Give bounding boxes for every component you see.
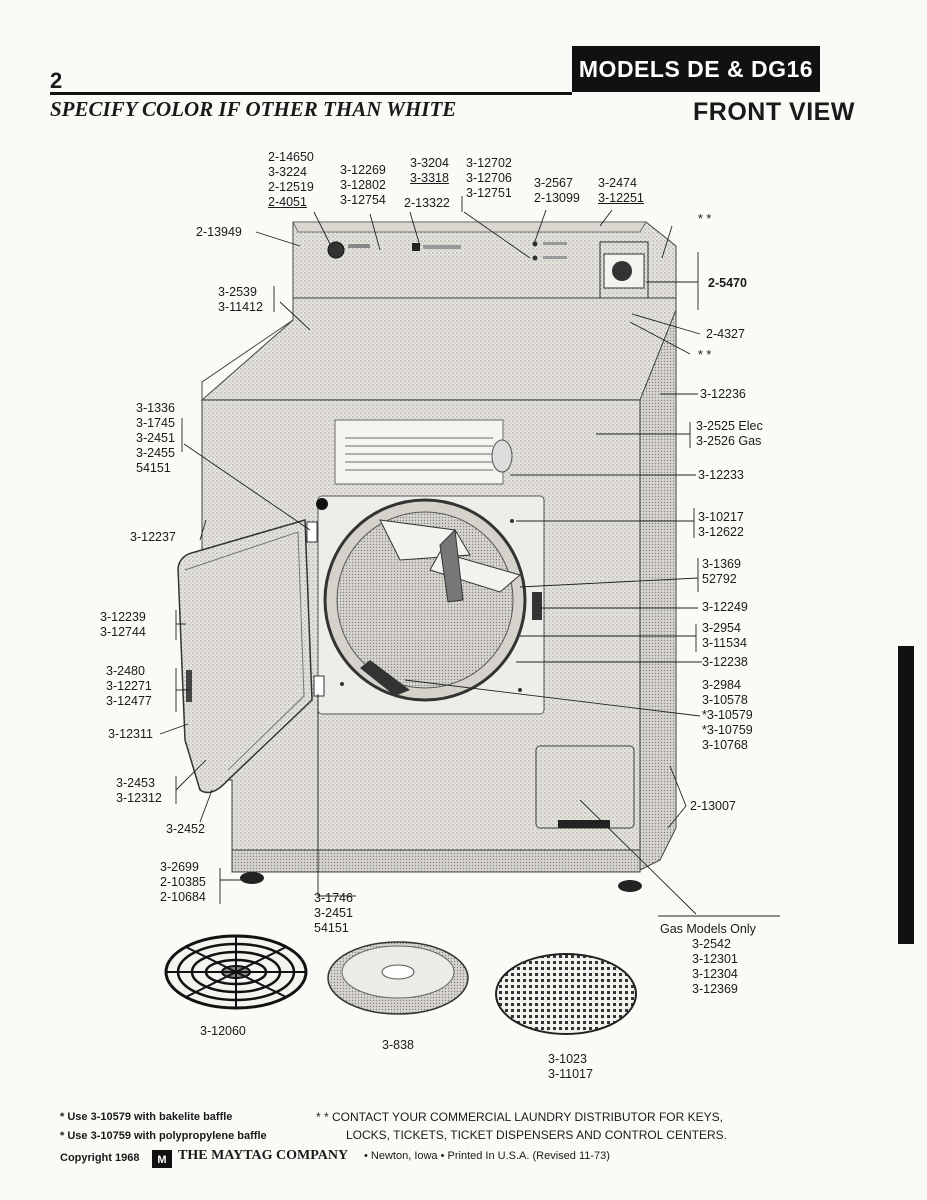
callout-drum: 3-12238 [702,655,748,669]
callout-door-top: 3-12237 [130,530,176,544]
location-line: • Newton, Iowa • Printed In U.S.A. (Revi… [364,1150,610,1162]
callout-coin-box: 2-5470 [708,276,747,290]
contact-line-2: LOCKS, TICKETS, TICKET DISPENSERS AND CO… [346,1128,727,1142]
lint-screen [495,953,637,1035]
page-number: 2 [50,68,63,93]
door-handle [186,670,192,702]
timer-knob-icon [327,241,345,259]
maytag-badge [412,243,420,251]
foot-left [240,872,264,884]
callout-baffle: 3-838 [382,1038,414,1052]
view-title: FRONT VIEW [693,98,855,126]
maytag-logo-footer [152,1150,172,1168]
lint-filter [532,592,542,620]
instruction-plate [334,419,504,485]
models-title: MODELS DE & DG16 [572,46,820,92]
callout-stars-mid: * * [698,348,712,362]
callout-right-top: 3-12236 [700,387,746,401]
coin-slide-icon [612,261,632,281]
hinge-lower [313,675,325,697]
svg-text:M: M [157,1154,166,1166]
margin-tab [898,646,914,944]
dial-lens [491,439,513,473]
fan-guard [164,934,308,1010]
foot-right [618,880,642,892]
header-rule [50,92,572,95]
callout-stars-top: * * [698,212,712,226]
callout-handle2: 3-12311 [108,727,153,741]
specify-color-note: SPECIFY COLOR IF OTHER THAN WHITE [50,97,457,121]
callout-lock: 2-4327 [706,327,745,341]
contact-line-1: * * CONTACT YOUR COMMERCIAL LAUNDRY DIST… [316,1110,723,1124]
callout-gas-models: Gas Models Only [660,922,756,936]
footnote-1: * Use 3-10579 with bakelite baffle [60,1111,233,1123]
callout-right-front: 3-12233 [698,468,744,482]
footnote-2: * Use 3-10759 with polypropylene baffle [60,1130,267,1142]
company-name: THE MAYTAG COMPANY [178,1148,349,1163]
dryer-door [177,519,313,794]
callout-access-panel: 2-13007 [690,799,736,813]
dryer-top [200,297,677,401]
door-switch-icon [316,498,328,510]
access-panel [535,745,635,829]
copyright: Copyright 1968 [60,1152,140,1164]
baffle [327,941,469,1015]
callout-fan-guard: 3-12060 [200,1024,246,1038]
callout-door-base: 3-2452 [166,822,205,836]
callout-top3b: 2-13322 [404,196,450,210]
callout-panel-left: 2-13949 [196,225,242,239]
hinge-upper [306,521,318,543]
callout-lint: 3-12249 [702,600,748,614]
